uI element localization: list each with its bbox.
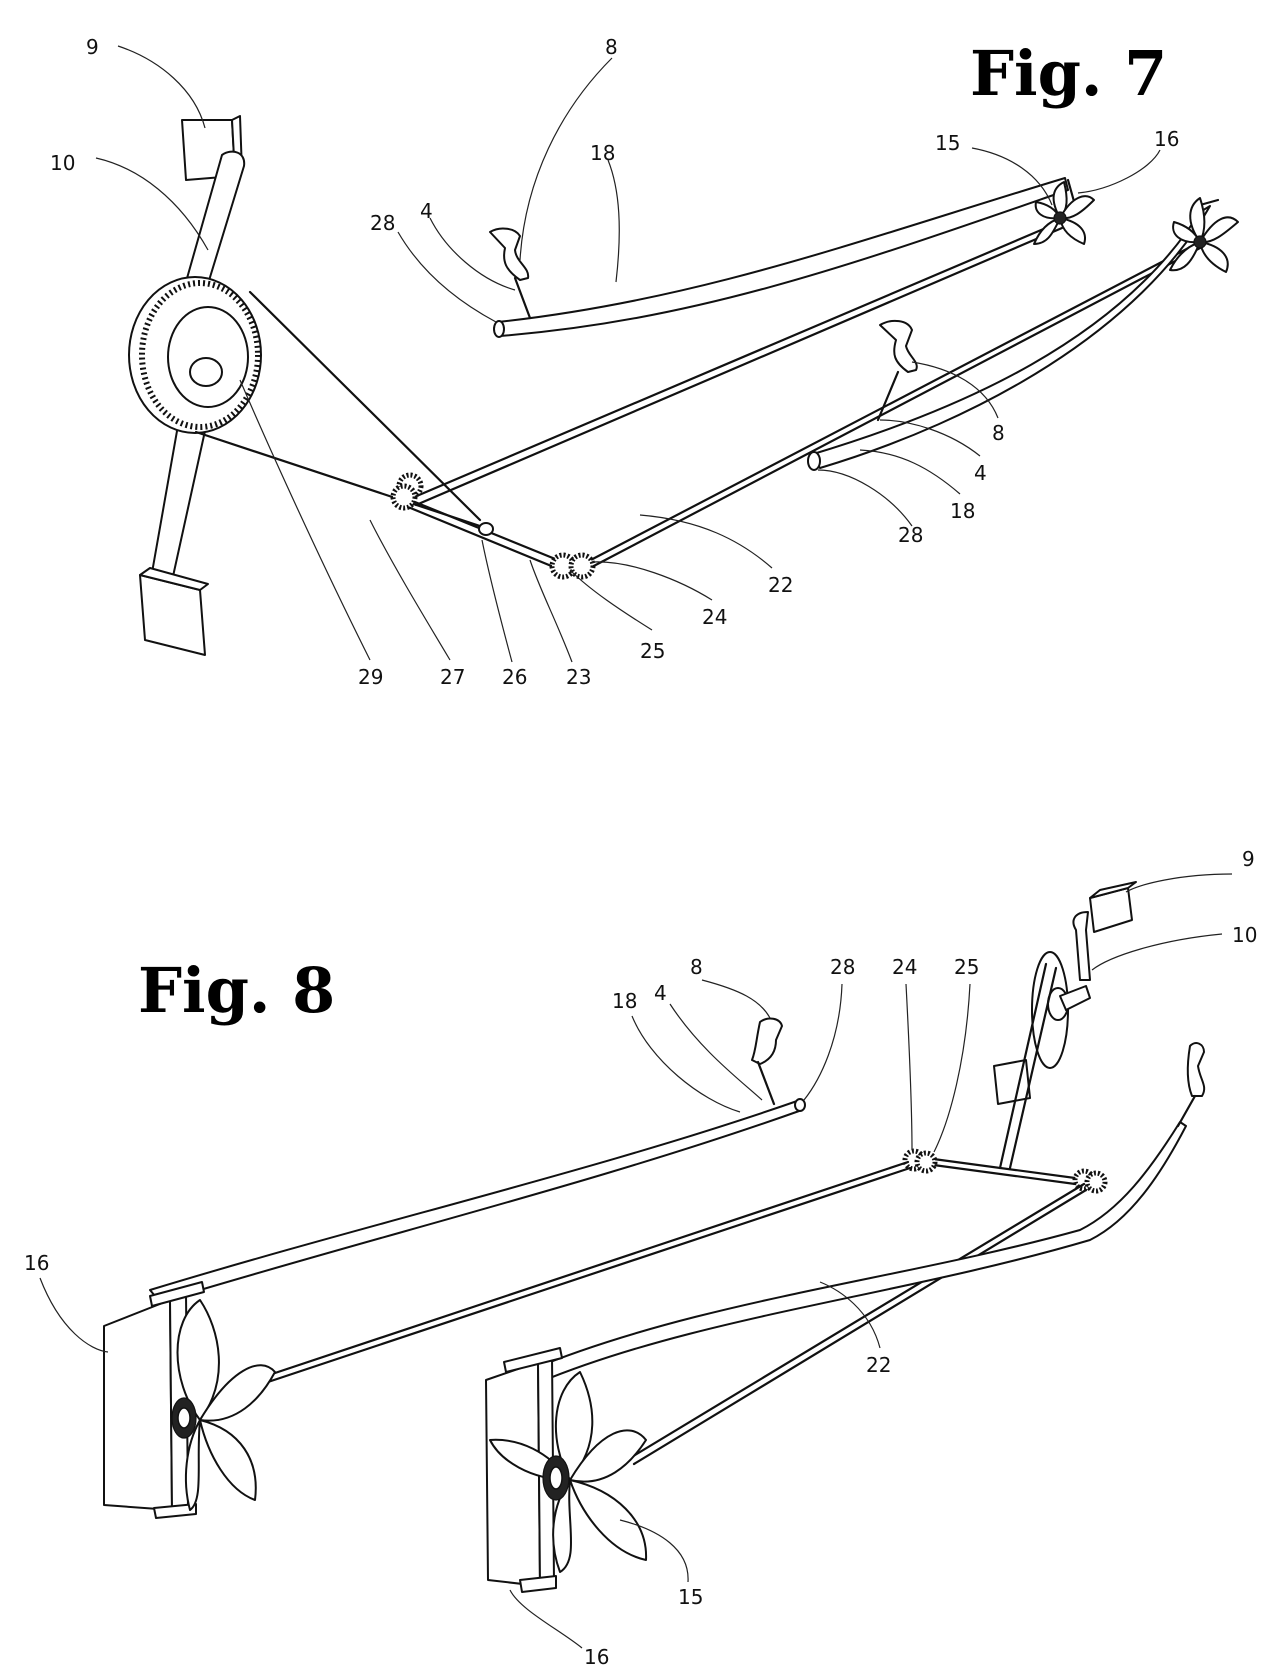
fig7-reference-numerals: 9 8 10 18 15 16 28 4 8 4 18 28 22 24 25 … (50, 35, 1179, 689)
fig7-label: 4 (974, 461, 987, 485)
fig7-gear-upper (390, 472, 424, 511)
fig7-shaft-upper (410, 220, 1062, 500)
fig7-lower-fan (1169, 197, 1239, 273)
fig8-right-blade (529, 1042, 1206, 1383)
fig7-shaft-lower (583, 240, 1202, 565)
fig8-label: 22 (866, 1353, 891, 1377)
fig8-left-fan-unit (103, 1281, 276, 1519)
fig7-label: 27 (440, 665, 465, 689)
figure-7: Fig. 7 (50, 35, 1239, 689)
fig8-label: 9 (1242, 847, 1255, 871)
fig8-shaft-left-b (260, 1166, 912, 1386)
fig7-label: 15 (935, 131, 960, 155)
fig8-shaft-right-b (632, 1188, 1088, 1466)
fig8-label: 24 (892, 955, 917, 979)
fig8-label: 28 (830, 955, 855, 979)
fig7-chain (248, 290, 482, 522)
fig8-shaft-left (258, 1160, 910, 1380)
fig8-label: 8 (690, 955, 703, 979)
fig7-gear-pair (549, 552, 596, 580)
fig7-chainring (128, 276, 262, 434)
fig7-label: 22 (768, 573, 793, 597)
fig8-label: 25 (954, 955, 979, 979)
fig8-left-handle (751, 1017, 783, 1106)
fig7-label: 9 (86, 35, 99, 59)
fig8-label: 10 (1232, 923, 1257, 947)
fig8-shaft-right (628, 1182, 1086, 1460)
fig8-label: 18 (612, 989, 637, 1013)
figure-8: Fig. 8 (24, 847, 1257, 1669)
fig8-label: 16 (584, 1645, 609, 1669)
fig7-label: 8 (992, 421, 1005, 445)
fig7-title: Fig. 7 (970, 37, 1167, 110)
fig7-label: 28 (898, 523, 923, 547)
fig8-cross-shaft-b (924, 1162, 1092, 1188)
fig7-label: 24 (702, 605, 727, 629)
fig7-label: 18 (950, 499, 975, 523)
fig7-label: 18 (590, 141, 615, 165)
fig8-label: 15 (678, 1585, 703, 1609)
fig7-upper-blade (493, 177, 1077, 338)
fig8-leader-lines (39, 873, 1233, 1649)
fig7-label: 26 (502, 665, 527, 689)
fig8-label: 4 (654, 981, 667, 1005)
fig8-title: Fig. 8 (138, 954, 335, 1027)
fig7-upper-fan (1033, 181, 1095, 245)
fig7-leader-lines (95, 45, 1161, 663)
fig7-shaft-lower-b (586, 245, 1204, 571)
fig7-label: 4 (420, 199, 433, 223)
fig7-lower-handle (876, 319, 918, 422)
fig7-label: 10 (50, 151, 75, 175)
fig7-label: 23 (566, 665, 591, 689)
fig8-reference-numerals: 9 10 8 28 24 25 18 4 16 22 15 16 (24, 847, 1257, 1669)
fig7-label: 16 (1154, 127, 1179, 151)
fig7-upper-handle (489, 227, 532, 320)
fig8-gear-left (902, 1148, 938, 1174)
fig7-label: 28 (370, 211, 395, 235)
fig7-shaft-upper-b (414, 226, 1064, 507)
fig7-label: 8 (605, 35, 618, 59)
fig8-left-blade (149, 1098, 806, 1303)
fig7-lower-pedal (139, 567, 209, 656)
fig8-gear-right (1072, 1168, 1108, 1194)
fig8-cross-shaft (924, 1156, 1092, 1182)
fig7-cross-shaft-b (406, 505, 568, 574)
fig8-label: 16 (24, 1251, 49, 1275)
fig7-lower-blade (807, 198, 1220, 471)
fig7-bearing (478, 522, 494, 536)
fig7-label: 29 (358, 665, 383, 689)
fig8-right-fan-unit (485, 1347, 648, 1593)
fig7-label: 25 (640, 639, 665, 663)
fig8-crank-assembly (993, 881, 1137, 1170)
